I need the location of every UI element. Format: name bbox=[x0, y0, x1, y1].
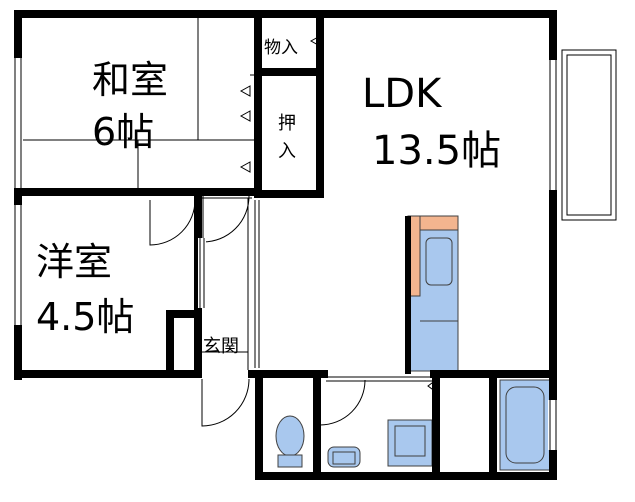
wall bbox=[549, 10, 557, 480]
window bbox=[13, 205, 23, 325]
wall bbox=[316, 10, 324, 198]
wall bbox=[405, 216, 411, 374]
wall bbox=[254, 68, 324, 76]
toilet-icon bbox=[275, 415, 305, 457]
ldk-name: LDK bbox=[362, 71, 443, 117]
wall bbox=[248, 370, 328, 378]
ldk-size: 13.5帖 bbox=[372, 128, 501, 174]
wall bbox=[254, 190, 324, 198]
wall bbox=[14, 10, 557, 18]
door-swing bbox=[202, 195, 250, 243]
monoire-label: 物入 bbox=[264, 38, 298, 58]
youshitsu-size: 4.5帖 bbox=[36, 295, 134, 339]
wall bbox=[254, 10, 262, 198]
genkan-label: 玄関 bbox=[203, 336, 239, 357]
youshitsu-name: 洋室 bbox=[36, 240, 112, 284]
sink-icon bbox=[425, 237, 453, 286]
washitsu-name: 和室 bbox=[92, 58, 168, 102]
wall bbox=[432, 370, 440, 480]
door-swing bbox=[201, 378, 250, 427]
wall bbox=[255, 472, 557, 480]
kitchen-counter bbox=[407, 215, 459, 372]
wall bbox=[14, 370, 200, 378]
window bbox=[253, 200, 261, 368]
wall bbox=[255, 370, 263, 480]
door-swing bbox=[149, 199, 196, 246]
door-mark bbox=[239, 85, 251, 97]
toilet-tank bbox=[277, 454, 303, 468]
door-swing bbox=[319, 379, 366, 426]
oshiire-label-1: 押 bbox=[278, 113, 296, 134]
washitsu-size: 6帖 bbox=[92, 110, 154, 154]
door-mark bbox=[239, 110, 251, 122]
window bbox=[198, 238, 206, 308]
window bbox=[13, 58, 23, 188]
room-labels: 和室 6帖 洋室 4.5帖 LDK 13.5帖 物入 押 入 玄関 bbox=[36, 38, 501, 357]
balcony-inner bbox=[566, 54, 612, 216]
wall bbox=[489, 370, 497, 480]
wall bbox=[166, 310, 174, 378]
window bbox=[548, 60, 558, 190]
windows bbox=[13, 58, 558, 450]
window bbox=[548, 400, 558, 450]
wall bbox=[14, 188, 262, 196]
bathtub-basin bbox=[505, 386, 545, 464]
oshiire-label-2: 入 bbox=[278, 141, 296, 162]
door-mark bbox=[239, 161, 251, 173]
bathroom-fixtures bbox=[275, 379, 551, 471]
balcony bbox=[561, 49, 617, 221]
wall bbox=[313, 370, 321, 480]
wall bbox=[166, 310, 200, 318]
